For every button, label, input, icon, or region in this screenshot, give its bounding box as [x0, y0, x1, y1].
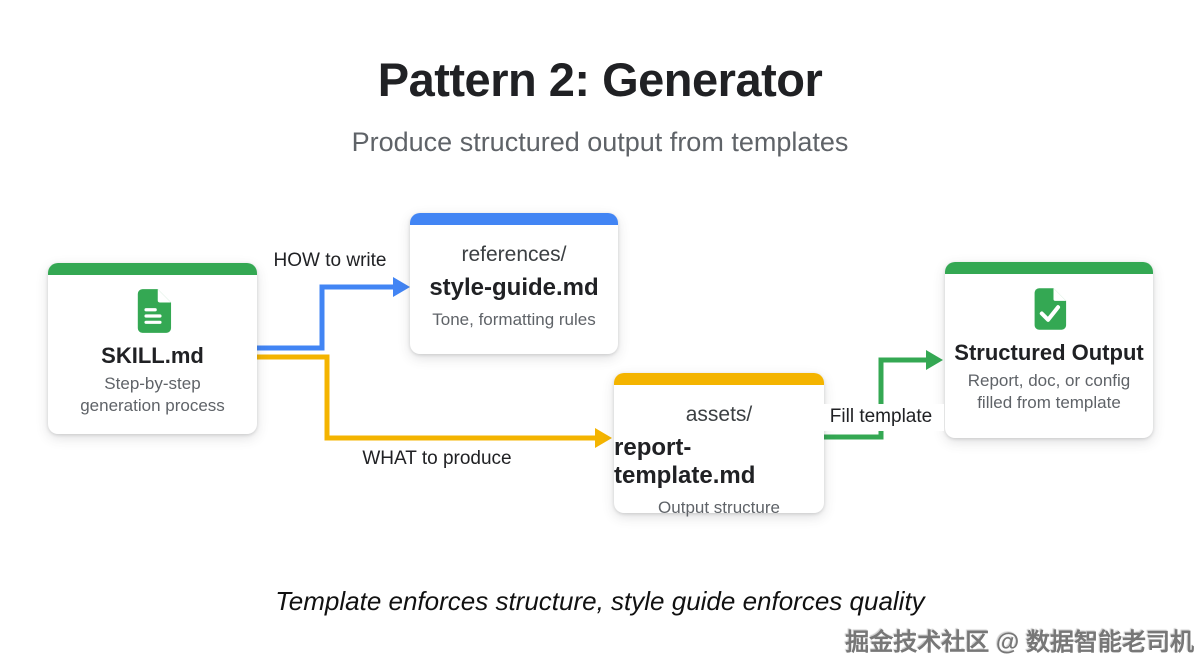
node-skill-md: SKILL.md Step-by-step generation process — [48, 263, 257, 434]
node-structured-output: Structured Output Report, doc, or config… — [945, 262, 1153, 438]
accent-bar-blue — [410, 213, 618, 225]
edge-label-what-to-produce: WHAT to produce — [362, 448, 512, 469]
node-description: Step-by-step generation process — [80, 374, 225, 416]
document-icon — [137, 289, 171, 333]
accent-bar-yellow — [614, 373, 824, 385]
document-check-icon — [1034, 288, 1067, 330]
edge-label-fill-template: Fill template — [818, 404, 944, 431]
node-filename: style-guide.md — [429, 274, 599, 301]
node-filename: report-template.md — [614, 434, 756, 489]
footer-caption: Template enforces structure, style guide… — [275, 586, 925, 616]
edge-how-to-write — [257, 277, 410, 351]
edge-label-how-to-write: HOW to write — [273, 250, 387, 271]
node-style-guide: references/ style-guide.md Tone, formatt… — [410, 213, 618, 354]
node-description: Output structure — [658, 498, 780, 517]
edge-fill-template — [824, 350, 943, 440]
node-report-template: assets/ report-template.md Output struct… — [614, 373, 824, 517]
node-title: SKILL.md — [101, 343, 204, 368]
watermark-text: 掘金技术社区 @ 数据智能老司机 — [845, 629, 1194, 656]
accent-bar-green — [945, 262, 1153, 274]
edge-what-to-produce — [257, 354, 612, 448]
page-title: Pattern 2: Generator — [377, 53, 823, 106]
node-folder: assets/ — [685, 403, 753, 426]
node-folder: references/ — [461, 243, 567, 266]
accent-bar-green — [48, 263, 257, 275]
page-subtitle: Produce structured output from templates — [351, 127, 849, 157]
node-description: Report, doc, or config filled from templ… — [967, 371, 1131, 413]
node-description: Tone, formatting rules — [432, 310, 596, 329]
node-title: Structured Output — [954, 340, 1144, 365]
